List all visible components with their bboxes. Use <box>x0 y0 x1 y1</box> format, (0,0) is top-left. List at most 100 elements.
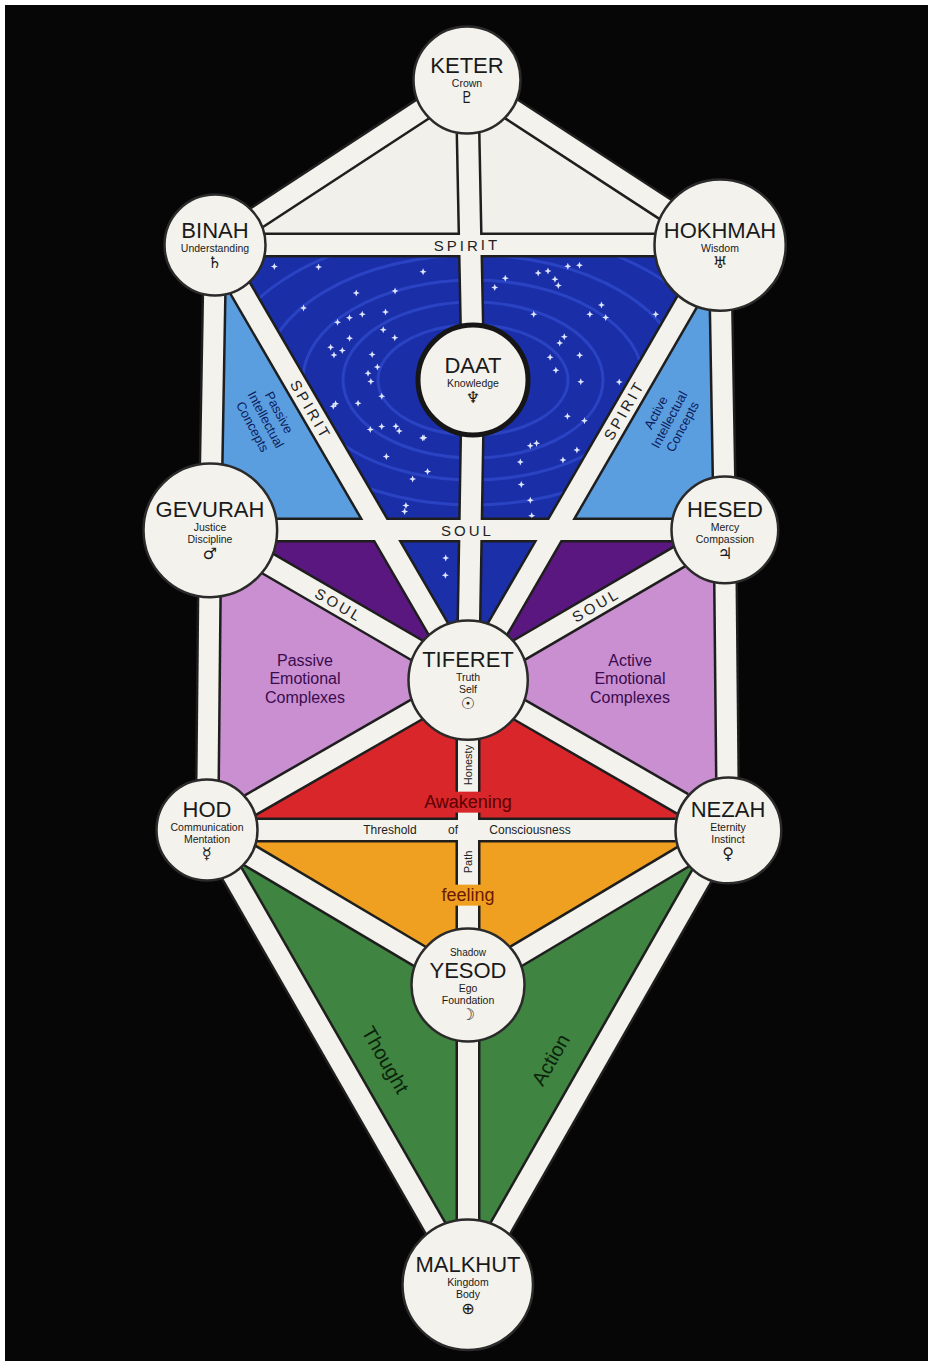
path-bar <box>265 235 655 255</box>
bar-outline <box>519 710 682 804</box>
circle-shape <box>654 179 785 310</box>
sephira-meaning: Wisdom <box>701 242 739 254</box>
path-bar <box>211 295 214 464</box>
path-bar <box>207 596 209 780</box>
black-ground <box>5 5 928 1361</box>
star <box>420 268 427 275</box>
star <box>551 276 558 283</box>
star <box>586 311 593 318</box>
sephira-name: HOKHMAH <box>664 219 776 242</box>
star <box>378 393 385 400</box>
region-label: feeling <box>437 885 498 906</box>
sephira-name: TIFERET <box>422 648 514 671</box>
star <box>491 284 498 291</box>
swirl <box>378 325 568 435</box>
sephira-name: DAAT <box>444 354 501 377</box>
bar-outline <box>232 873 436 1228</box>
star <box>424 468 431 475</box>
star <box>502 275 509 282</box>
sephira-name: HOD <box>183 798 232 821</box>
path-bar <box>519 710 682 804</box>
path-bar <box>500 875 702 1228</box>
circle-text-group: ShadowYESODEgo Foundation☽ <box>429 947 506 1024</box>
star <box>402 502 409 509</box>
sephira-meaning: Truth Self <box>456 671 480 695</box>
star <box>367 426 374 433</box>
circle-shape <box>672 477 779 584</box>
star <box>556 339 563 346</box>
bar-outline <box>267 563 417 650</box>
star <box>334 319 341 326</box>
bar-outline <box>276 517 672 542</box>
star <box>616 378 623 385</box>
sephira-meaning: Crown <box>452 77 482 89</box>
circle-shape <box>157 780 258 881</box>
path-bar <box>240 288 438 629</box>
star <box>442 572 449 579</box>
star <box>330 352 337 359</box>
star <box>369 351 376 358</box>
star <box>573 446 580 453</box>
star <box>300 304 307 311</box>
sephira-name: BINAH <box>181 219 248 242</box>
planet-symbol: ♆ <box>466 389 480 407</box>
planet-symbol: ♄ <box>208 254 222 272</box>
star <box>576 262 583 269</box>
planet-symbol: ♂ <box>203 545 217 563</box>
star <box>564 263 571 270</box>
bar-outlines <box>207 109 727 1229</box>
region-label: Passive Intellectual Concepts <box>231 382 300 458</box>
sephira-circle: DAATKnowledge♆ <box>415 322 531 438</box>
sephira-circle: KETERCrown♇ <box>412 25 522 135</box>
planet-symbol: ☽ <box>461 1006 475 1024</box>
star <box>271 263 278 270</box>
path-bar <box>458 1041 478 1220</box>
star <box>315 264 322 271</box>
planet-symbol: ☿ <box>202 845 212 863</box>
region-label: Active Emotional Complexes <box>590 652 670 707</box>
bar-outline <box>265 232 655 257</box>
circle-shape <box>418 325 528 435</box>
circle-shape <box>414 27 521 134</box>
star <box>392 423 399 430</box>
star <box>401 508 408 515</box>
star <box>576 352 583 359</box>
sephira-name: YESOD <box>429 959 506 982</box>
sephira-meaning: Eternity Instinct <box>710 821 746 845</box>
circle-text-group: GEVURAHJustice Discipline♂ <box>156 498 265 563</box>
star <box>359 311 366 318</box>
sephira-circle: MALKHUTKingdom Body⊕ <box>401 1218 534 1351</box>
bar-outline <box>468 133 472 324</box>
edge-label: SPIRIT <box>431 236 503 253</box>
bar-outline <box>726 583 728 778</box>
path-label: Honesty <box>462 741 475 789</box>
planet-symbol: ☉ <box>461 695 475 713</box>
sephira-meaning: Communication Mentation <box>171 821 244 845</box>
region-label: Action <box>527 1030 575 1090</box>
bar-outline <box>511 109 665 209</box>
star <box>380 326 387 333</box>
sephira-circle: GEVURAHJustice Discipline♂ <box>142 462 279 599</box>
star <box>392 288 399 295</box>
circle-shape <box>403 1220 533 1350</box>
bar-outline <box>519 557 679 651</box>
circle-text-group: HOKHMAHWisdom♅ <box>664 219 776 272</box>
region-label: Passive Emotional Complexes <box>265 652 345 707</box>
star <box>552 367 559 374</box>
sephira-name: GEVURAH <box>156 498 265 521</box>
star <box>409 475 416 482</box>
star <box>564 413 571 420</box>
star <box>355 400 362 407</box>
star <box>442 554 449 561</box>
path-bar <box>726 583 728 778</box>
circle-text-group: HESEDMercy Compassion♃ <box>687 498 763 563</box>
star <box>544 268 551 275</box>
sephira-meaning: Justice Discipline <box>188 521 233 545</box>
star <box>374 364 381 371</box>
star <box>527 497 534 504</box>
circle-text-group: HODCommunication Mentation☿ <box>171 798 244 863</box>
star <box>365 370 372 377</box>
circle-shape <box>143 463 277 597</box>
circle-shape <box>412 929 525 1042</box>
star <box>327 344 334 351</box>
